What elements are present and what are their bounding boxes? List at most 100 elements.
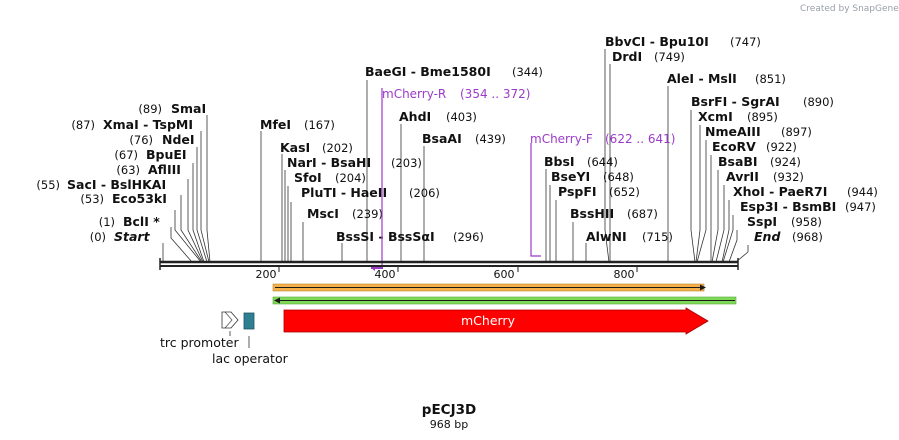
- enzyme-label: SspI: [747, 214, 777, 229]
- enzyme-position: (644): [587, 155, 618, 169]
- enzyme-label: BpuEI: [146, 147, 187, 162]
- enzyme-label: BsaBI: [718, 154, 758, 169]
- enzyme-label: BssHII: [570, 206, 614, 221]
- enzyme-label: NmeAIII: [705, 124, 761, 139]
- enzyme-label: AlwNI: [586, 229, 627, 244]
- enzyme-label: XhoI - PaeR7I: [733, 184, 827, 199]
- lac-operator-label: lac operator: [212, 351, 289, 366]
- mcherry-label: mCherry: [461, 313, 516, 328]
- enzyme-position: (944): [847, 185, 878, 199]
- enzyme-position: (403): [446, 110, 477, 124]
- enzyme-label: SmaI: [171, 101, 206, 116]
- enzyme-label: AleI - MslI: [667, 71, 737, 86]
- axis-tick-label: 400: [375, 268, 396, 281]
- enzyme-position: (715): [642, 230, 673, 244]
- enzyme-label: AvrII: [726, 169, 759, 184]
- primer-label: mCherry-R: [382, 87, 446, 101]
- enzyme-position: (53): [80, 192, 104, 206]
- axis-tick-label: 200: [256, 268, 277, 281]
- enzyme-position: (897): [781, 125, 812, 139]
- snapgene-watermark: Created by SnapGene: [800, 4, 899, 14]
- enzyme-label: NarI - BsaHI: [287, 155, 371, 170]
- enzyme-position: (296): [453, 230, 484, 244]
- enzyme-position: (0): [90, 230, 106, 244]
- enzyme-position: (204): [335, 171, 366, 185]
- enzyme-label: PluTI - HaeII: [301, 185, 387, 200]
- enzyme-position: (968): [792, 230, 823, 244]
- enzyme-position: (67): [114, 148, 138, 162]
- enzyme-position: (202): [322, 141, 353, 155]
- enzyme-position: (890): [803, 95, 834, 109]
- enzymes-middle: MfeI (167) KasI (202) NarI - BsaHI (203)…: [260, 34, 786, 244]
- enzyme-position: (652): [609, 185, 640, 199]
- enzyme-label: NdeI: [162, 132, 195, 147]
- primer-range: (622 .. 641): [605, 132, 675, 146]
- enzyme-label: AflIII: [148, 162, 181, 177]
- lac-operator-feature[interactable]: lac operator: [212, 312, 289, 366]
- enzyme-position: (87): [71, 118, 95, 132]
- enzyme-position: (239): [352, 207, 383, 221]
- enzyme-position: (203): [391, 156, 422, 170]
- enzyme-label: MfeI: [260, 117, 291, 132]
- primer-mcherry-r[interactable]: mCherry-R (354 .. 372): [371, 87, 530, 271]
- orf-track-reverse[interactable]: [272, 296, 737, 305]
- enzyme-position: (55): [36, 178, 60, 192]
- enzyme-label: BbvCI - Bpu10I: [605, 34, 709, 49]
- sequence-end-label: End: [754, 229, 781, 244]
- enzymes-left: (89) SmaI (87) XmaI - TspMI (76) NdeI (6…: [36, 101, 206, 244]
- enzyme-label: XcmI: [698, 109, 733, 124]
- enzyme-label: MscI: [307, 206, 339, 221]
- enzymes-right: BsrFI - SgrAI (890) XcmI (895) NmeAIII (…: [691, 94, 878, 244]
- mcherry-feature[interactable]: mCherry: [283, 307, 709, 335]
- plasmid-length: 968 bp: [430, 418, 468, 431]
- enzyme-position: (958): [791, 215, 822, 229]
- enzyme-position: (344): [512, 65, 543, 79]
- enzyme-label: BseYI: [551, 169, 590, 184]
- enzyme-label: EcoRV: [712, 139, 756, 154]
- axis-tick-label: 800: [614, 268, 635, 281]
- enzyme-position: (167): [304, 118, 335, 132]
- enzyme-label: XmaI - TspMI: [103, 117, 193, 132]
- axis-tick-label: 600: [494, 268, 515, 281]
- enzyme-position: (687): [627, 207, 658, 221]
- enzyme-position: (922): [766, 140, 797, 154]
- enzyme-label: BssSI - BssSαI: [336, 229, 435, 244]
- enzyme-label: AhdI: [399, 109, 431, 124]
- enzyme-label: BsrFI - SgrAI: [691, 94, 780, 109]
- enzyme-label: BbsI: [544, 154, 575, 169]
- primer-range: (354 .. 372): [460, 87, 530, 101]
- trc-promoter-feature[interactable]: trc promoter: [160, 311, 239, 350]
- enzyme-label: SfoI: [294, 170, 322, 185]
- enzyme-position: (63): [116, 163, 140, 177]
- enzyme-position: (932): [773, 170, 804, 184]
- trc-promoter-label: trc promoter: [160, 335, 239, 350]
- enzyme-label: SacI - BslHKAI: [67, 177, 166, 192]
- enzyme-position: (747): [730, 35, 761, 49]
- enzyme-position: (895): [747, 110, 778, 124]
- enzyme-label: BclI *: [123, 214, 160, 229]
- enzyme-label: BaeGI - Bme1580I: [365, 64, 491, 79]
- enzyme-label: KasI: [280, 140, 310, 155]
- enzyme-position: (76): [129, 133, 153, 147]
- enzyme-label: Esp3I - BsmBI: [740, 199, 836, 214]
- enzyme-label: BsaAI: [422, 131, 462, 146]
- enzyme-position: (206): [409, 186, 440, 200]
- sequence-ruler: 200 400 600 800: [159, 258, 739, 281]
- enzyme-position: (1): [99, 215, 115, 229]
- enzyme-position: (439): [475, 132, 506, 146]
- enzyme-label: Eco53kI: [112, 191, 167, 206]
- enzyme-leader-lines: [162, 49, 749, 263]
- plasmid-name: pECJ3D: [422, 402, 476, 418]
- enzyme-position: (749): [654, 50, 685, 64]
- sequence-start-label: Start: [114, 229, 151, 244]
- enzyme-label: DrdI: [612, 49, 642, 64]
- enzyme-position: (947): [845, 200, 876, 214]
- primer-label: mCherry-F: [530, 132, 593, 146]
- enzyme-label: PspFI: [558, 184, 597, 199]
- enzyme-position: (924): [770, 155, 801, 169]
- enzyme-position: (648): [603, 170, 634, 184]
- enzyme-position: (851): [755, 72, 786, 86]
- primer-mcherry-f[interactable]: mCherry-F (622 .. 641): [530, 132, 675, 257]
- orf-track-forward[interactable]: [272, 283, 706, 292]
